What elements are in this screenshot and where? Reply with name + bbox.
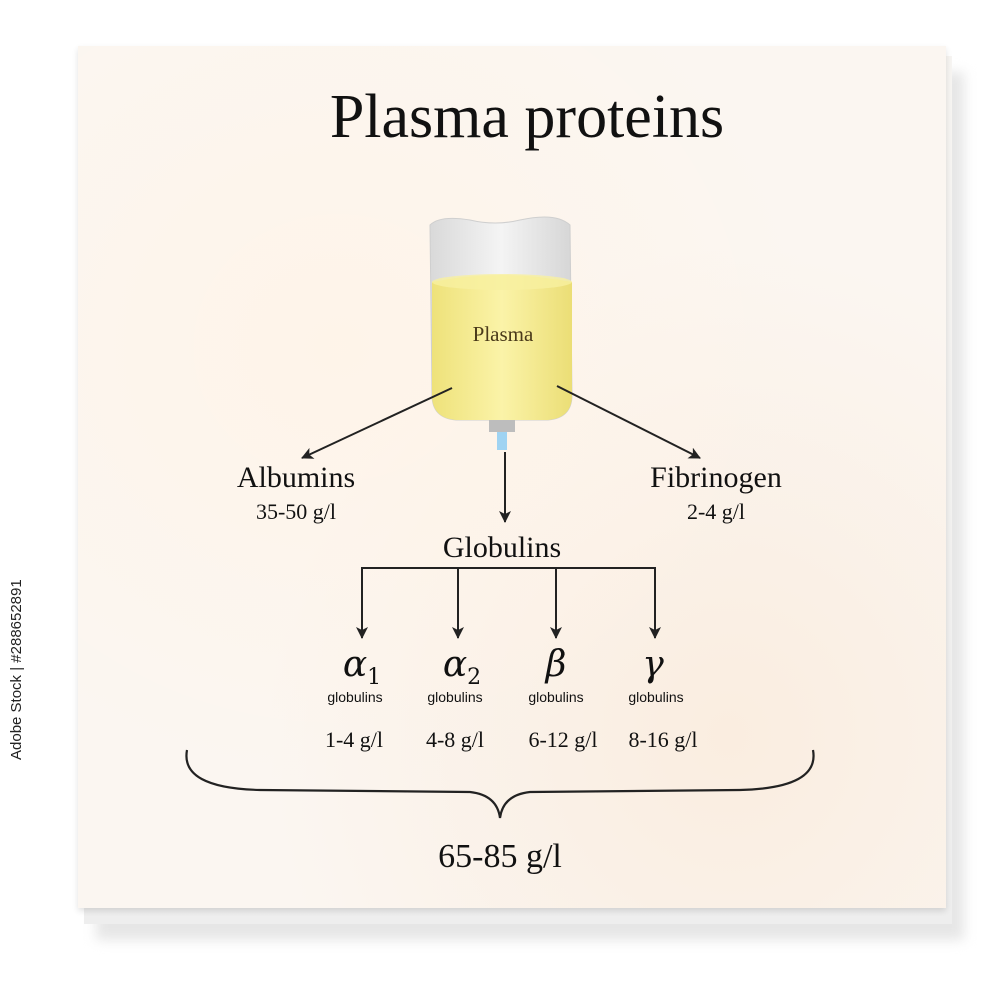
total-range: 65-85 g/l xyxy=(438,838,562,875)
bag-liquid xyxy=(432,275,572,420)
alpha1-subscript: 1 xyxy=(367,665,382,691)
fibrinogen-label: Fibrinogen xyxy=(650,461,782,494)
albumins-label: Albumins xyxy=(236,461,356,494)
paper-sheet xyxy=(78,46,946,908)
globulins-label: Globulins xyxy=(442,531,562,564)
alpha2-range: 4-8 g/l xyxy=(425,727,485,752)
globulin-branch-bar xyxy=(361,567,656,637)
arrow-to-albumins xyxy=(301,387,453,459)
page-title: Plasma proteins xyxy=(329,83,725,151)
alpha1-globulins-label: globulins xyxy=(327,689,383,705)
beta-globulins-label: globulins xyxy=(528,689,584,705)
fibrinogen-range: 2-4 g/l xyxy=(686,499,746,524)
total-curly-brace xyxy=(185,749,815,819)
gamma-globulins-label: globulins xyxy=(628,689,684,705)
plasma-bag-icon xyxy=(429,216,573,450)
alpha2-symbol: α2 xyxy=(443,644,481,690)
alpha2-subscript: 2 xyxy=(467,665,482,691)
stock-id-watermark: Adobe Stock | #288652891 xyxy=(8,579,25,760)
bag-tube xyxy=(497,432,507,450)
alpha2-letter: α xyxy=(442,644,468,685)
beta-range: 6-12 g/l xyxy=(528,727,598,752)
gamma-range: 8-16 g/l xyxy=(628,727,698,752)
alpha1-symbol: α1 xyxy=(343,644,381,690)
alpha1-range: 1-4 g/l xyxy=(324,727,384,752)
liquid-surface xyxy=(432,274,572,290)
plasma-label: Plasma xyxy=(472,322,534,346)
arrow-to-fibrinogen xyxy=(556,385,701,459)
albumins-range: 35-50 g/l xyxy=(255,499,337,524)
gamma-symbol: γ xyxy=(642,644,664,685)
alpha1-letter: α xyxy=(342,644,368,685)
alpha2-globulins-label: globulins xyxy=(427,689,483,705)
bag-cap xyxy=(489,420,515,432)
beta-symbol: β xyxy=(545,644,567,685)
